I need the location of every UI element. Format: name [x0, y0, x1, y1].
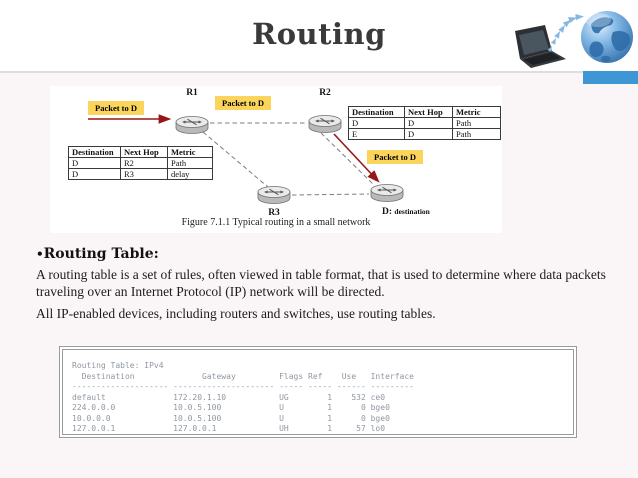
- col-metric: Metric: [452, 106, 501, 118]
- table-header-row: Destination Next Hop Metric: [348, 106, 501, 118]
- node-label-r3: R3: [268, 208, 280, 218]
- router-icon-d: [370, 184, 404, 202]
- col-destination: Destination: [348, 106, 405, 118]
- data-stream-arrows-icon: [547, 13, 584, 52]
- col-next-hop: Next Hop: [404, 106, 453, 118]
- routing-table-r1: Destination Next Hop Metric D R2 Path D …: [68, 146, 213, 180]
- router-icon-r2: [308, 115, 342, 133]
- netstat-routing-table: Routing Table: IPv4 Destination Gateway …: [72, 361, 414, 433]
- packet-label-1: Packet to D: [88, 101, 145, 115]
- cell: D: [404, 128, 453, 140]
- network-diagram-canvas: [88, 114, 404, 204]
- bullet-glyph: •: [36, 247, 44, 261]
- laptop-globe-illustration: [515, 11, 633, 68]
- routing-table-heading: •Routing Table:: [36, 245, 630, 263]
- page-title: Routing: [252, 17, 386, 51]
- col-metric: Metric: [167, 146, 213, 158]
- slide-body-text: •Routing Table: A routing table is a set…: [36, 245, 630, 322]
- paragraph-2: All IP-enabled devices, including router…: [36, 306, 436, 321]
- node-label-d-main: D:: [382, 207, 393, 217]
- cell: Path: [167, 157, 213, 169]
- cell: D: [68, 157, 121, 169]
- slide-header: Routing: [0, 0, 638, 73]
- laptop-icon: [515, 25, 566, 68]
- cell: R2: [120, 157, 168, 169]
- node-label-r2: R2: [319, 88, 331, 98]
- cell: R3: [120, 168, 168, 180]
- dashed-link-r2-d: [320, 132, 375, 186]
- paragraph-1: A routing table is a set of rules, often…: [36, 267, 606, 299]
- table-row: D R2 Path: [68, 157, 213, 169]
- network-figure: R1 R2 R3 D: destination Packet to D Pack…: [50, 86, 502, 233]
- router-icon-r1: [175, 116, 209, 134]
- router-icon-r3: [257, 186, 291, 204]
- packet-label-3: Packet to D: [367, 150, 424, 164]
- heading-text: Routing Table:: [43, 246, 159, 262]
- table-header-row: Destination Next Hop Metric: [68, 146, 213, 158]
- table-row: D D Path: [348, 117, 501, 129]
- table-row: E D Path: [348, 128, 501, 140]
- node-label-r1: R1: [186, 88, 198, 98]
- figure-caption: Figure 7.1.1 Typical routing in a small …: [181, 217, 371, 228]
- node-label-d-sub: destination: [394, 207, 430, 216]
- cell: E: [348, 128, 405, 140]
- dashed-link-r1-r3: [202, 131, 269, 188]
- cell: delay: [167, 168, 213, 180]
- col-next-hop: Next Hop: [120, 146, 168, 158]
- cell: D: [68, 168, 121, 180]
- node-label-d: D: destination: [382, 207, 430, 217]
- terminal-output-box: Routing Table: IPv4 Destination Gateway …: [59, 346, 577, 438]
- cell: Path: [452, 128, 501, 140]
- cell: D: [404, 117, 453, 129]
- cell: Path: [452, 117, 501, 129]
- cell: D: [348, 117, 405, 129]
- packet-arrow-r2-to-d: [333, 133, 380, 183]
- dashed-link-r3-d: [291, 193, 370, 196]
- header-accent-bar: [583, 71, 638, 84]
- routing-table-r2: Destination Next Hop Metric D D Path E D…: [348, 106, 501, 140]
- col-destination: Destination: [68, 146, 121, 158]
- packet-label-2: Packet to D: [215, 96, 272, 110]
- table-row: D R3 delay: [68, 168, 213, 180]
- globe-icon: [581, 11, 633, 63]
